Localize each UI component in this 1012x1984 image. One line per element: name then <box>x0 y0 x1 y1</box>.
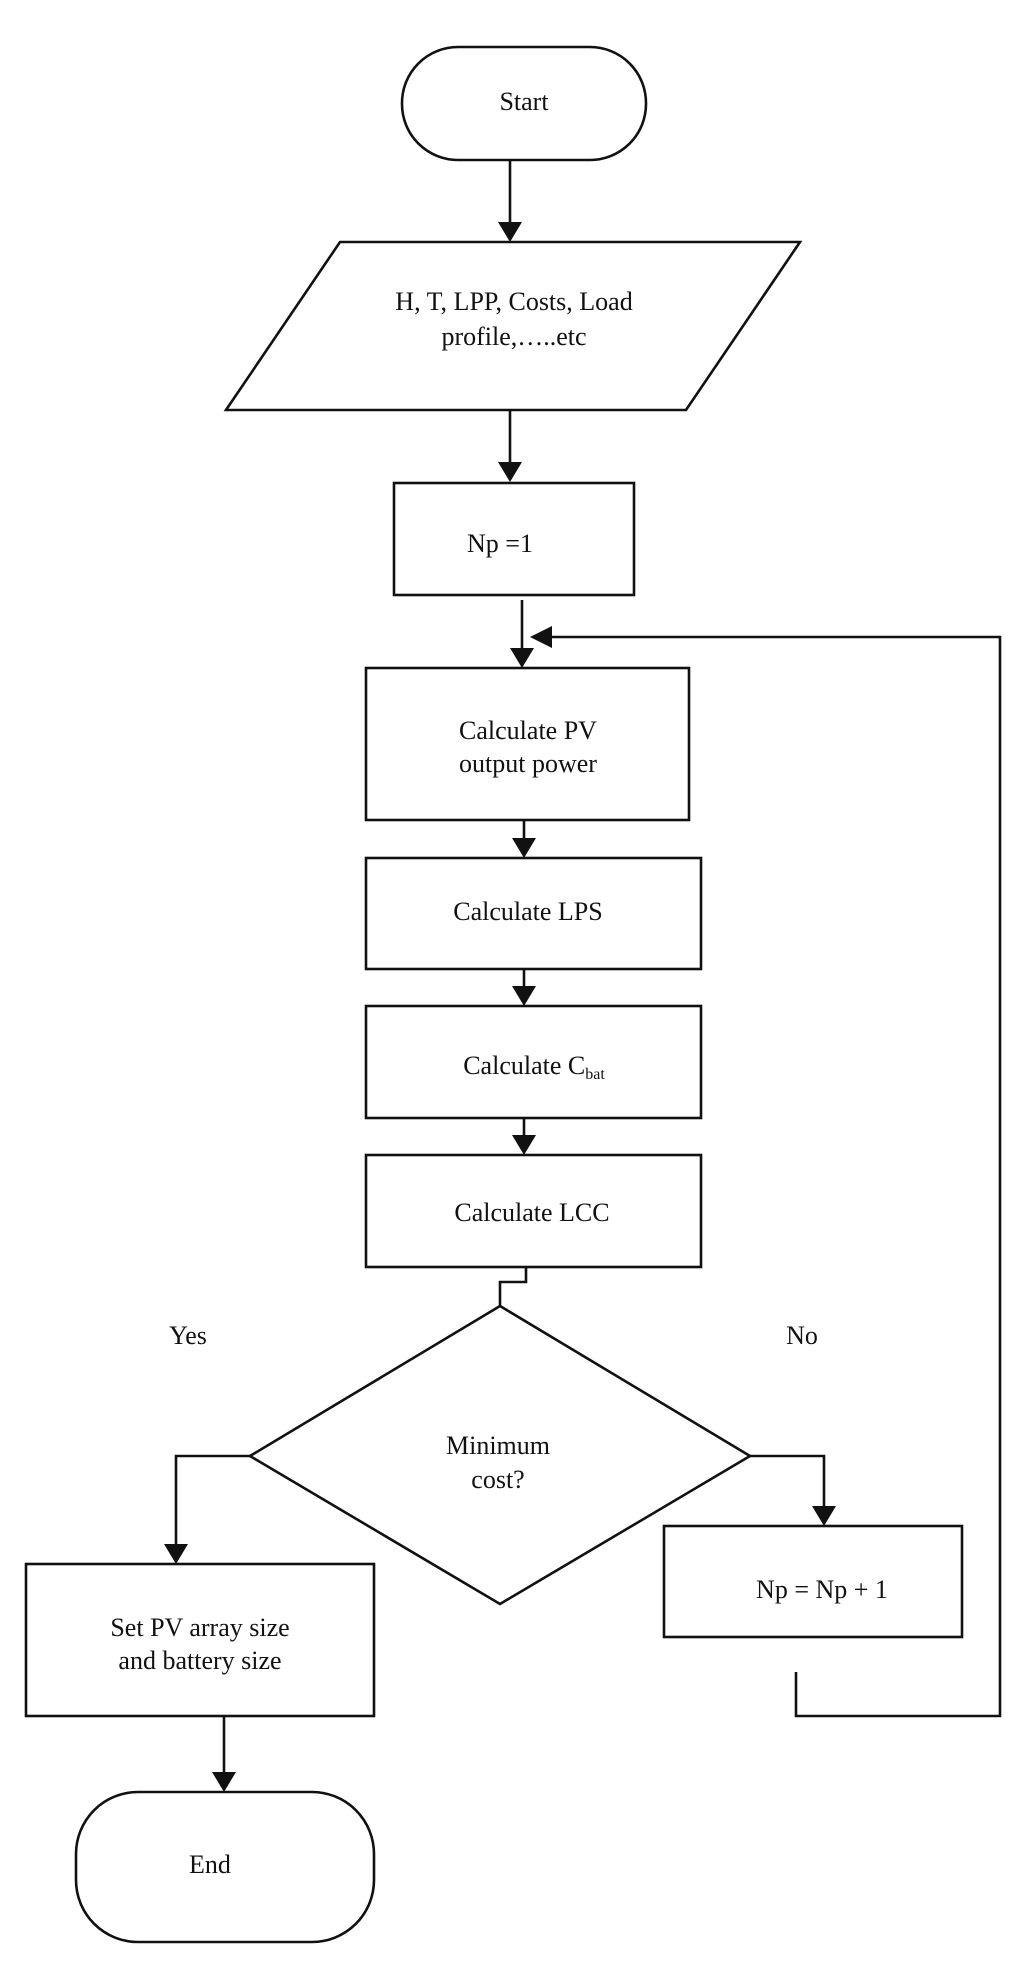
calc-cbat-process <box>364 1004 703 1120</box>
set-size-label-line2: and battery size <box>118 1646 281 1675</box>
start-label: Start <box>499 87 549 116</box>
arrowhead-input <box>498 222 522 242</box>
calc-lps-label: Calculate LPS <box>453 897 602 926</box>
decision-label-line2: cost? <box>471 1465 524 1494</box>
calc-pv-label-line1: Calculate PV <box>459 716 597 745</box>
start-terminal <box>400 45 648 162</box>
end-label: End <box>189 1850 231 1879</box>
edge-loop-back <box>550 635 1002 1718</box>
calc-lcc-process <box>364 1153 703 1269</box>
arrowhead-lcc <box>512 1135 536 1155</box>
set-size-process <box>24 1562 376 1718</box>
input-parallelogram <box>223 240 803 412</box>
calc-pv-process <box>364 666 691 822</box>
init-process <box>392 481 636 597</box>
input-label-line2: profile,…..etc <box>441 322 586 351</box>
arrowhead-set-size <box>164 1544 188 1564</box>
edge-lcc-to-decision <box>498 1267 528 1306</box>
no-edge-label: No <box>786 1321 818 1350</box>
calc-pv-label-line2: output power <box>459 749 597 778</box>
arrowhead-end <box>212 1772 236 1792</box>
decision-diamond <box>247 1304 753 1606</box>
arrowhead-calc-pv <box>510 648 534 668</box>
input-label-line1: H, T, LPP, Costs, Load <box>395 287 632 316</box>
end-terminal <box>74 1790 376 1944</box>
arrowhead-cbat <box>512 986 536 1006</box>
yes-edge-label: Yes <box>169 1321 207 1350</box>
edge-decision-yes <box>174 1454 250 1546</box>
calc-lps-process <box>364 856 703 971</box>
arrowhead-init <box>498 462 522 482</box>
init-label: Np =1 <box>467 529 533 558</box>
calc-cbat-label: Calculate Cbat <box>463 1051 605 1083</box>
calc-lcc-label: Calculate LCC <box>454 1198 609 1227</box>
arrowhead-lps <box>512 838 536 858</box>
edge-decision-no <box>750 1454 826 1508</box>
decision-label-line1: Minimum <box>446 1431 550 1460</box>
increment-label: Np = Np + 1 <box>756 1575 888 1604</box>
calc-cbat-label-subscript: bat <box>585 1066 605 1083</box>
arrowhead-increment <box>812 1506 836 1526</box>
increment-process <box>662 1524 964 1639</box>
calc-cbat-label-main: Calculate C <box>463 1051 585 1080</box>
arrowhead-loop-back <box>530 626 552 648</box>
set-size-label-line1: Set PV array size <box>110 1613 289 1642</box>
